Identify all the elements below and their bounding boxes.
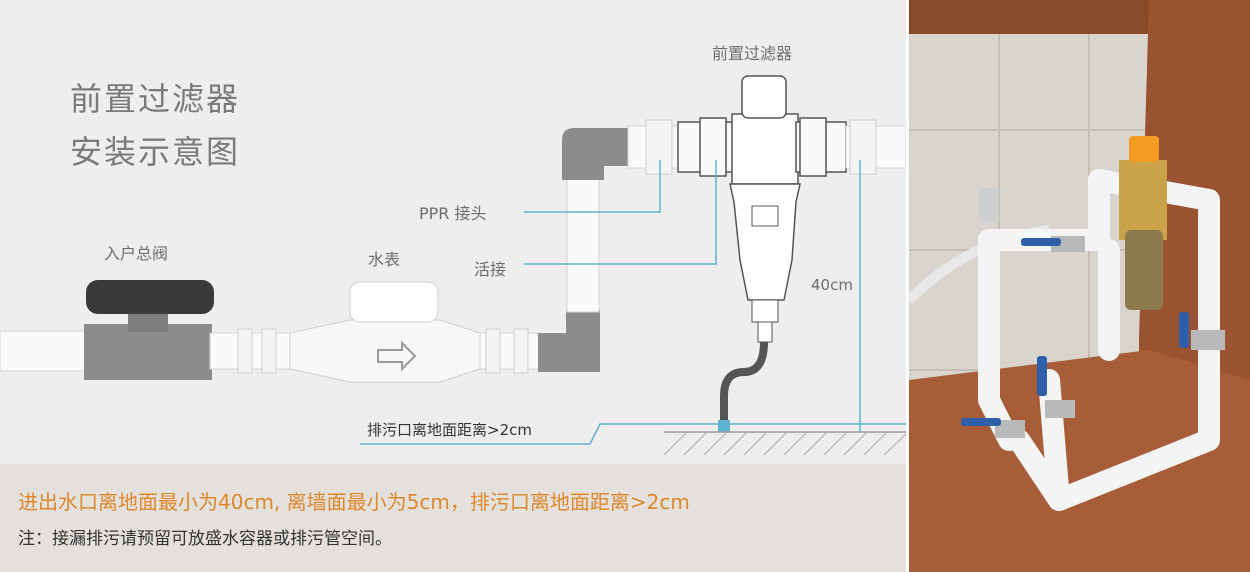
installation-requirement-note: 进出水口离地面最小为40cm, 离墙面最小为5cm，排污口离地面距离>2cm <box>18 490 690 514</box>
main-valve-body <box>84 324 212 380</box>
main-valve-cap <box>128 314 168 332</box>
upper-elbow <box>562 128 630 180</box>
lower-elbow <box>538 310 600 372</box>
leader-lines <box>360 160 906 445</box>
photo-valve-4 <box>1045 400 1075 418</box>
filter-head <box>731 113 799 185</box>
water-meter-dial <box>349 281 439 323</box>
label-water-meter: 水表 <box>368 250 401 269</box>
diagram-title-line-1: 前置过滤器 <box>70 80 241 118</box>
diagram-title-line-2: 安装示意图 <box>70 133 241 171</box>
drain-outlet <box>718 420 730 432</box>
label-prefilter: 前置过滤器 <box>712 44 793 63</box>
installation-photo-illustration <box>909 0 1250 572</box>
notes-band <box>0 464 906 572</box>
inlet-pipe <box>0 330 93 372</box>
photo-filter-knob <box>1129 136 1159 162</box>
filter-cartridge <box>729 183 801 301</box>
photo-valve-2 <box>1191 330 1225 350</box>
drain-hose <box>720 341 768 428</box>
label-height-40cm: 40cm <box>811 276 853 294</box>
label-union: 活接 <box>474 260 507 279</box>
meter-arrow-icon <box>377 340 417 372</box>
photo-filter-body <box>1119 160 1167 240</box>
vertical-riser <box>566 177 600 313</box>
diagram-illustration <box>0 75 906 456</box>
photo-faucet <box>979 188 999 222</box>
label-main-valve: 入户总阀 <box>104 244 169 263</box>
main-valve-handle <box>86 280 214 314</box>
filter-knob <box>741 75 787 119</box>
installation-remark-note: 注：接漏排污请预留可放盛水容器或排污管空间。 <box>18 529 392 549</box>
label-drain-distance: 排污口离地面距离>2cm <box>367 421 532 439</box>
photo-valve-3 <box>995 420 1025 438</box>
label-ppr-joint: PPR 接头 <box>419 204 487 223</box>
installation-photo <box>909 0 1250 572</box>
